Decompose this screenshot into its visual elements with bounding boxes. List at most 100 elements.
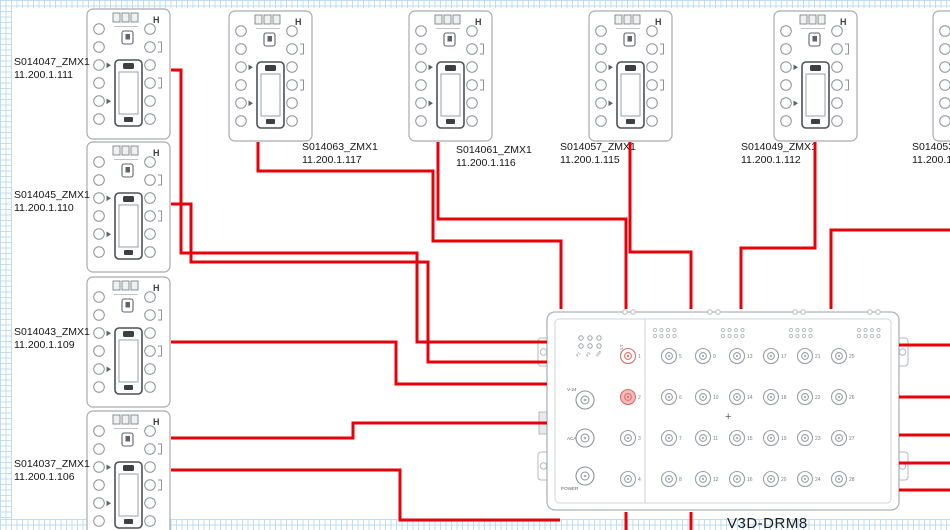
hub-port-number: 1 xyxy=(638,354,641,360)
device-name: S014049_ZMX1 xyxy=(741,141,817,153)
zmx-device-module[interactable]: H xyxy=(588,10,673,147)
hub-port-number: 20 xyxy=(781,477,787,483)
hub-port-number: 16 xyxy=(747,477,753,483)
hub-port-number: 6 xyxy=(679,395,682,401)
hub-port-number: 3 xyxy=(638,436,641,442)
module-badge: H xyxy=(295,17,302,27)
hub-port-number: 13 xyxy=(747,354,753,360)
hub-port: 1 xyxy=(619,347,641,365)
zmx-device-module[interactable]: H xyxy=(86,8,171,145)
triangle-mark-icon xyxy=(106,366,111,373)
device-ip: 11.200.1.116 xyxy=(456,157,516,169)
hub-port-number: 9 xyxy=(713,354,716,360)
triangle-mark-icon xyxy=(106,464,111,471)
triangle-mark-icon xyxy=(106,330,111,337)
device-ip: 11.200.1.109 xyxy=(14,339,75,351)
hub-port: 7 xyxy=(660,429,682,447)
hub-port: 18 xyxy=(762,388,787,406)
hub-port-number: 19 xyxy=(781,436,787,442)
canvas-edge-grid-bottom xyxy=(0,519,950,530)
zmx-device-module[interactable]: H xyxy=(228,10,313,147)
triangle-mark-icon xyxy=(106,98,111,105)
hub-port: 13 xyxy=(728,347,753,365)
zmx-device-module[interactable]: H xyxy=(932,10,950,147)
hub-port-number: 5 xyxy=(679,354,682,360)
hub-port: 20 xyxy=(762,470,787,488)
hub-body xyxy=(546,311,900,511)
center-plus-mark: + xyxy=(725,411,731,423)
hub-port: 26 xyxy=(830,388,855,406)
fault-label: FAULT xyxy=(619,344,624,358)
module-badge: H xyxy=(153,148,160,158)
module-badge: H xyxy=(840,17,847,27)
aca-label: ACA xyxy=(567,436,577,441)
hub-port: 23 xyxy=(796,429,821,447)
triangle-mark-icon xyxy=(793,64,798,71)
zmx-module-graphic: H xyxy=(86,410,171,530)
zmx-module-graphic: H xyxy=(86,141,171,273)
zmx-device-module[interactable]: H xyxy=(408,10,493,147)
zmx-device-module[interactable]: H xyxy=(86,276,171,413)
hub-port: 2 xyxy=(619,388,641,406)
canvas-edge-grid-top xyxy=(0,0,950,8)
module-badge: H xyxy=(655,17,662,27)
hub-port-number: 14 xyxy=(747,395,753,401)
device-name: S014057_ZMX1 xyxy=(560,141,636,153)
triangle-mark-icon xyxy=(106,62,111,69)
device-ip: 11.200.1.111 xyxy=(14,69,73,81)
zmx-device-module[interactable]: H xyxy=(773,10,858,147)
hub-port-number: 26 xyxy=(849,395,855,401)
hub-port: 19 xyxy=(762,429,787,447)
power-label: POWER xyxy=(561,486,579,491)
triangle-mark-icon xyxy=(608,64,613,71)
hub-port-number: 24 xyxy=(815,477,821,483)
hub-port-number: 17 xyxy=(781,354,787,360)
status-led-cluster: P1 P2 RM FAULT xyxy=(575,335,624,358)
hub-port: 15 xyxy=(728,429,753,447)
hub-port: 5 xyxy=(660,347,682,365)
module-badge: H xyxy=(153,283,160,293)
hub-port: 28 xyxy=(830,470,855,488)
drm-hub-device[interactable]: P1 P2 RM FAULT V-24 ACA xyxy=(537,304,909,521)
device-name: S014063_ZMX1 xyxy=(302,141,378,153)
hub-port: 10 xyxy=(694,388,719,406)
hub-port-number: 18 xyxy=(781,395,787,401)
hub-port: 17 xyxy=(762,347,787,365)
hub-port: 14 xyxy=(728,388,753,406)
hub-port: 3 xyxy=(619,429,641,447)
zmx-device-module[interactable]: H xyxy=(86,410,171,530)
hub-port-number: 10 xyxy=(713,395,719,401)
device-name: S014037_ZMX1 xyxy=(14,458,90,470)
hub-port-number: 23 xyxy=(815,436,821,442)
aca-port: ACA xyxy=(567,428,595,448)
zmx-module-graphic: H xyxy=(86,276,171,408)
device-ip: 11.200.1.115 xyxy=(560,154,620,166)
hub-port: 8 xyxy=(660,470,682,488)
drm-hub-graphic: P1 P2 RM FAULT V-24 ACA xyxy=(537,309,909,511)
hub-port: 27 xyxy=(830,429,855,447)
zmx-device-module[interactable]: H xyxy=(86,141,171,278)
hub-name-label: V3D-DRM8 xyxy=(727,515,808,530)
power-port: POWER xyxy=(561,466,595,491)
hub-port-number: 22 xyxy=(815,395,821,401)
module-badge: H xyxy=(475,17,482,27)
hub-port-number: 21 xyxy=(815,354,821,360)
device-name: S014061_ZMX1 xyxy=(456,144,532,156)
zmx-module-graphic: H xyxy=(588,10,673,142)
device-ip: 11.200.1.110 xyxy=(14,202,74,214)
device-ip: 11.200.1.117 xyxy=(302,154,362,166)
device-name: S014053 xyxy=(912,141,950,153)
led-label-p2: P2 xyxy=(585,350,592,358)
top-flange-holes xyxy=(622,309,881,315)
hub-port-number: 15 xyxy=(747,436,753,442)
zmx-module-graphic: H xyxy=(408,10,493,142)
hub-port-number: 12 xyxy=(713,477,719,483)
device-ip: 11.200.1.112 xyxy=(741,154,801,166)
hub-port-number: 2 xyxy=(638,395,641,401)
